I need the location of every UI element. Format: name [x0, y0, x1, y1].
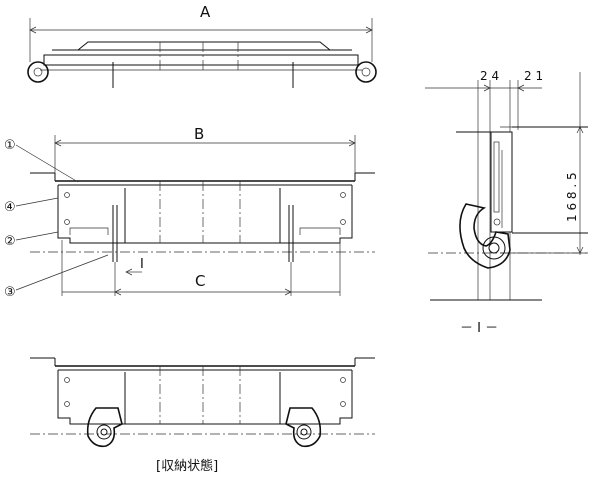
- callout-1: ①: [4, 138, 16, 153]
- storage-caption: [収納状態]: [156, 458, 218, 474]
- callout-4: ④: [4, 200, 16, 215]
- callout-2: ②: [4, 234, 16, 249]
- height-label: 1 6 8 . 5: [565, 172, 579, 222]
- depth-label-right: 2 1: [524, 69, 543, 83]
- dimension-c-label: C: [195, 272, 205, 290]
- front-view: B C: [4, 125, 375, 300]
- dimension-a-label: A: [200, 3, 211, 21]
- section-view: 2 4 2 1 1 6 8 . 5 － I －: [425, 69, 588, 336]
- dimension-b-label: B: [194, 125, 204, 143]
- section-caption: － I －: [460, 321, 498, 336]
- stored-view: [収納状態]: [30, 357, 375, 474]
- callout-3: ③: [4, 285, 16, 300]
- top-view: A: [27, 3, 377, 88]
- depth-label-left: 2 4: [480, 69, 499, 83]
- section-marker-front: I: [140, 257, 144, 272]
